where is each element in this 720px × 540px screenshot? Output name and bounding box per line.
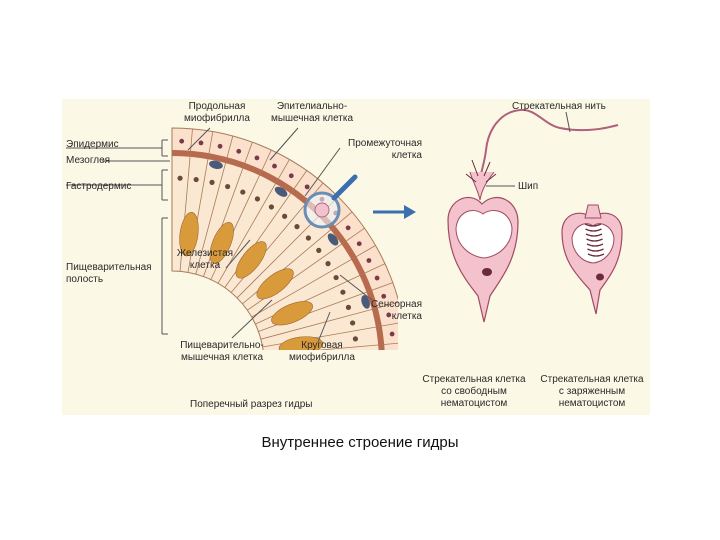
cell-nucleus: [390, 332, 395, 337]
label-line: Сенсорная: [340, 299, 422, 311]
label-cnidocyte-free: Стрекательная клетка со свободным немато…: [414, 374, 534, 410]
cell-nucleus: [294, 224, 299, 229]
cell-nucleus: [391, 351, 396, 356]
cell-nucleus: [179, 139, 184, 144]
label-line: миофибрилла: [282, 352, 362, 364]
label-line: Продольная: [172, 101, 262, 113]
cell-nucleus: [209, 180, 214, 185]
label-spine: Шип: [518, 181, 538, 193]
cell-nucleus: [305, 184, 310, 189]
cell-nucleus: [225, 184, 230, 189]
cell-nucleus: [255, 155, 260, 160]
label-stinging-thread: Стрекательная нить: [512, 101, 606, 113]
label-line: клетка: [340, 311, 422, 323]
label-line: мышечная клетка: [262, 113, 362, 125]
cell-nucleus: [289, 173, 294, 178]
cell-nucleus: [218, 144, 223, 149]
label-line: Пищеварительно-: [172, 340, 272, 352]
label-line: Промежуточная: [330, 138, 422, 150]
label-line: миофибрилла: [172, 113, 262, 125]
cell-nucleus: [269, 204, 274, 209]
label-mesoglea: Мезоглея: [66, 155, 110, 167]
label-sensory-cell: Сенсорная клетка: [340, 299, 422, 323]
label-cross-section: Поперечный разрез гидры: [190, 399, 312, 411]
cell-nucleus: [194, 177, 199, 182]
cell-nucleus: [340, 290, 345, 295]
cell-nucleus: [199, 140, 204, 145]
label-line: полость: [66, 274, 152, 286]
label-line: со свободным: [414, 386, 534, 398]
label-line: Эпителиально-: [262, 101, 362, 113]
label-longitudinal-myofibril: Продольная миофибрилла: [172, 101, 262, 125]
label-line: клетка: [330, 150, 422, 162]
cell-nucleus: [325, 261, 330, 266]
label-line: Круговая: [282, 340, 362, 352]
label-glandular-cell: Железистая клетка: [170, 248, 240, 272]
cnidocyte-charged: [562, 205, 622, 314]
arrow-right-icon: [373, 205, 416, 219]
label-line: Железистая: [170, 248, 240, 260]
label-interstitial-cell: Промежуточная клетка: [330, 138, 422, 162]
right-leaders: [486, 112, 570, 186]
figure-caption: Внутреннее строение гидры: [0, 434, 720, 451]
cell-nucleus: [381, 294, 386, 299]
cell-nucleus: [240, 189, 245, 194]
label-line: Пищеварительная: [66, 262, 152, 274]
label-circular-myofibril: Круговая миофибрилла: [282, 340, 362, 364]
cell-nucleus: [375, 276, 380, 281]
label-digestive-cavity: Пищеварительная полость: [66, 262, 152, 286]
label-gastrodermis: Гастродермис: [66, 181, 131, 193]
cell-nucleus: [316, 248, 321, 253]
cell-nucleus: [177, 176, 182, 181]
label-line: нематоцистом: [414, 398, 534, 410]
label-line: клетка: [170, 260, 240, 272]
cell-nucleus: [346, 225, 351, 230]
cell-nucleus: [306, 235, 311, 240]
label-line: с заряженным: [534, 386, 650, 398]
label-line: мышечная клетка: [172, 352, 272, 364]
cell-nucleus: [255, 196, 260, 201]
cell-nucleus: [367, 258, 372, 263]
label-digestive-muscle-cell: Пищеварительно- мышечная клетка: [172, 340, 272, 364]
label-line: Стрекательная клетка: [534, 374, 650, 386]
cell-nucleus: [236, 149, 241, 154]
label-epithelial-muscle-cell: Эпителиально- мышечная клетка: [262, 101, 362, 125]
label-cnidocyte-charged: Стрекательная клетка с заряженным немато…: [534, 374, 650, 410]
cell-nucleus: [333, 275, 338, 280]
cell-nucleus: [282, 214, 287, 219]
body-wall-section: [172, 128, 407, 363]
label-line: нематоцистом: [534, 398, 650, 410]
cell-nucleus: [272, 164, 277, 169]
label-line: Стрекательная клетка: [414, 374, 534, 386]
label-epidermis: Эпидермис: [66, 139, 119, 151]
cell-nucleus: [357, 241, 362, 246]
